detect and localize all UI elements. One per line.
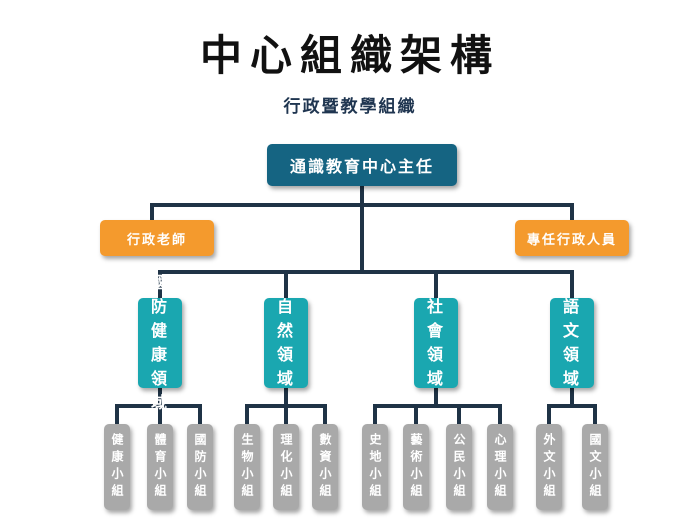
- group-label: 心理小組: [493, 433, 507, 501]
- group-label: 公民小組: [452, 433, 466, 501]
- group-box-chinese: 國文小組: [582, 424, 608, 510]
- group-box-defense: 國防小組: [187, 424, 213, 510]
- group-box-foreign-language: 外文小組: [536, 424, 562, 510]
- domain-box-language: 語文領域: [550, 297, 594, 388]
- domain-label: 社會領域: [426, 297, 445, 388]
- group-box-pe: 體育小組: [147, 424, 173, 510]
- admin-staff-label: 專任行政人員: [526, 232, 617, 248]
- group-box-physics-chemistry: 理化小組: [273, 424, 299, 510]
- group-label: 國文小組: [588, 433, 602, 501]
- director-label: 通識教育中心主任: [289, 157, 434, 176]
- domain-box-natural: 自然領域: [264, 297, 308, 388]
- group-label: 生物小組: [240, 433, 254, 501]
- group-label: 健康小組: [110, 433, 124, 501]
- group-box-history-geography: 史地小組: [362, 424, 388, 510]
- group-box-health: 健康小組: [104, 424, 130, 510]
- domain-label: 自然領域: [276, 297, 295, 388]
- group-box-civics: 公民小組: [446, 424, 472, 510]
- domain-label: 國防健康領域: [150, 273, 169, 412]
- group-box-psychology: 心理小組: [487, 424, 513, 510]
- group-label: 體育小組: [153, 433, 167, 501]
- group-box-arts: 藝術小組: [403, 424, 429, 510]
- group-label: 理化小組: [279, 433, 293, 501]
- domain-label: 語文領域: [562, 297, 581, 388]
- group-box-math-info: 數資小組: [312, 424, 338, 510]
- admin-staff-box: 專任行政人員: [515, 220, 629, 256]
- page-subtitle: 行政暨教學組織: [283, 97, 417, 117]
- group-label: 史地小組: [368, 433, 382, 501]
- domain-box-defense-health: 國防健康領域: [138, 273, 182, 412]
- admin-teacher-label: 行政老師: [126, 232, 187, 248]
- director-box: 通識教育中心主任: [267, 144, 457, 186]
- group-label: 外文小組: [542, 433, 556, 501]
- group-box-biology: 生物小組: [234, 424, 260, 510]
- admin-teacher-box: 行政老師: [100, 220, 214, 256]
- page-title: 中心組織架構: [199, 31, 500, 80]
- group-label: 藝術小組: [409, 433, 423, 501]
- group-label: 數資小組: [318, 433, 332, 501]
- group-label: 國防小組: [193, 433, 207, 501]
- domain-box-social: 社會領域: [414, 297, 458, 388]
